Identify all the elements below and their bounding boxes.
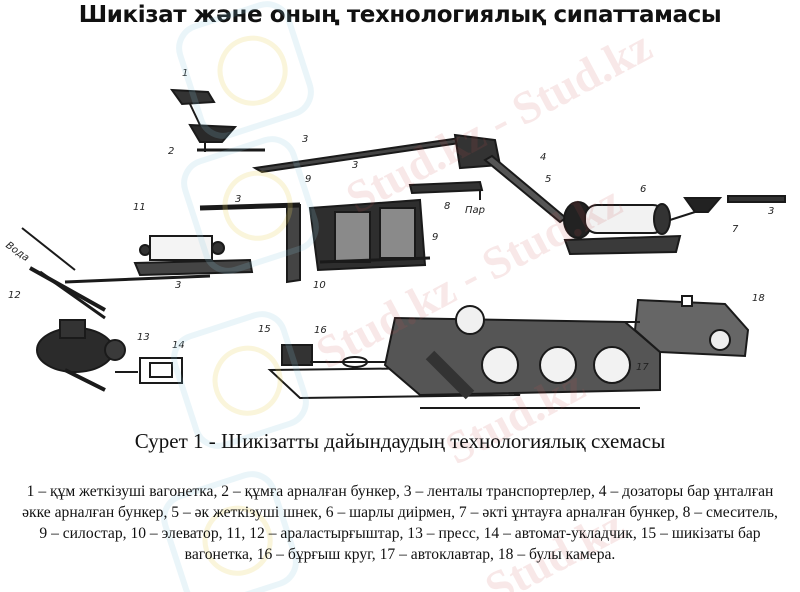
silos-9 bbox=[308, 180, 484, 272]
mixer-12 bbox=[21, 227, 211, 320]
lime-bunker-7 bbox=[669, 195, 786, 221]
scheme-drawing: 1 2 3 3 3 3 3 4 5 6 7 8 9 9 10 11 12 13 … bbox=[3, 68, 786, 409]
svg-text:15: 15 bbox=[258, 324, 271, 335]
svg-text:9: 9 bbox=[305, 174, 311, 185]
svg-text:3: 3 bbox=[235, 194, 241, 205]
stacker-14 bbox=[115, 357, 183, 384]
svg-text:1: 1 bbox=[182, 68, 188, 79]
svg-text:8: 8 bbox=[444, 201, 450, 212]
diagram-number-labels: 1 2 3 3 3 3 3 4 5 6 7 8 9 9 10 11 12 13 … bbox=[3, 68, 774, 373]
svg-text:13: 13 bbox=[137, 332, 150, 343]
svg-text:3: 3 bbox=[768, 206, 774, 217]
svg-text:7: 7 bbox=[732, 224, 739, 235]
wagon-track-15-16 bbox=[267, 344, 521, 400]
mixer-11 bbox=[133, 235, 254, 277]
svg-text:12: 12 bbox=[8, 290, 21, 301]
autoclaves-17 bbox=[383, 305, 661, 409]
svg-text:3: 3 bbox=[175, 280, 181, 291]
svg-text:17: 17 bbox=[636, 362, 649, 373]
technological-scheme-diagram: 1 2 3 3 3 3 3 4 5 6 7 8 9 9 10 11 12 13 … bbox=[0, 40, 800, 420]
svg-text:11: 11 bbox=[133, 202, 146, 213]
ball-mill-6 bbox=[563, 201, 682, 256]
svg-text:5: 5 bbox=[545, 174, 551, 185]
svg-text:6: 6 bbox=[640, 184, 646, 195]
svg-text:4: 4 bbox=[540, 152, 546, 163]
screw-conveyor-5 bbox=[483, 154, 568, 224]
svg-text:2: 2 bbox=[168, 146, 174, 157]
svg-text:10: 10 bbox=[313, 280, 326, 291]
sand-wagon-1 bbox=[169, 88, 238, 152]
svg-text:3: 3 bbox=[352, 160, 358, 171]
middle-belt-conveyor bbox=[199, 202, 301, 211]
press-13 bbox=[36, 319, 126, 392]
elevator-10 bbox=[286, 204, 431, 284]
svg-text:18: 18 bbox=[752, 293, 765, 304]
figure-caption: Сурет 1 - Шикізатты дайындаудың технолог… bbox=[134, 429, 666, 453]
slide-title: Шикізат және оның технологиялық сипаттам… bbox=[78, 2, 722, 28]
svg-text:3: 3 bbox=[302, 134, 308, 145]
svg-text:14: 14 bbox=[172, 340, 185, 351]
svg-text:9: 9 bbox=[432, 232, 438, 243]
steam-chamber-18 bbox=[625, 295, 750, 358]
svg-text:16: 16 bbox=[314, 325, 327, 336]
figure-legend: 1 – құм жеткізуші вагонетка, 2 – құмға а… bbox=[22, 483, 778, 563]
svg-text:Пар: Пар bbox=[465, 205, 485, 216]
top-belt-conveyor bbox=[197, 133, 502, 174]
svg-text:Вода: Вода bbox=[3, 240, 31, 264]
